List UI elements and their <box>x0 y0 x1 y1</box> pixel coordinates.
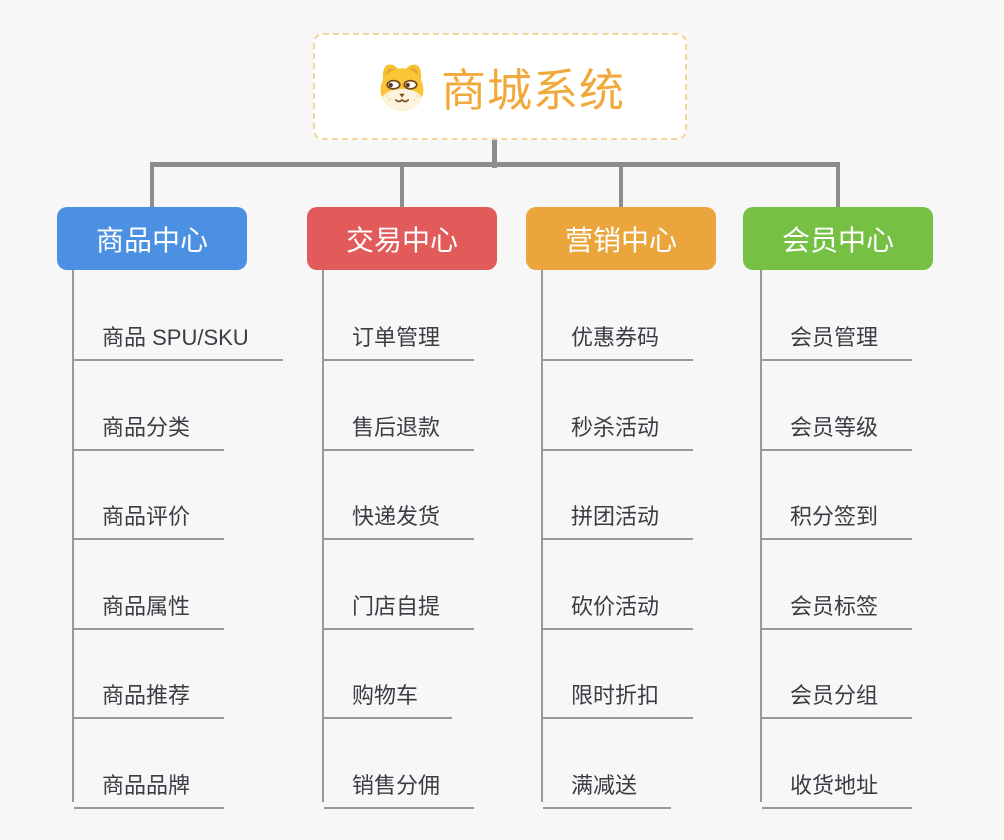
connector-trunk <box>492 140 497 168</box>
branch-header-trade-center[interactable]: 交易中心 <box>307 207 497 270</box>
leaf-node[interactable]: 商品分类 <box>74 402 225 451</box>
connector-drop-products <box>150 165 154 208</box>
leaf-node[interactable]: 秒杀活动 <box>543 402 694 451</box>
branch-children-product-center: 商品 SPU/SKU 商品分类 商品评价 商品属性 商品推荐 商品品牌 <box>72 270 352 809</box>
leaf-node[interactable]: 商品属性 <box>74 581 225 630</box>
connector-drop-trade <box>400 165 404 208</box>
leaf-node[interactable]: 会员标签 <box>762 581 913 630</box>
leaf-node[interactable]: 满减送 <box>543 760 672 809</box>
leaf-node[interactable]: 会员分组 <box>762 670 913 719</box>
leaf-node[interactable]: 销售分佣 <box>324 760 475 809</box>
leaf-node[interactable]: 拼团活动 <box>543 491 694 540</box>
leaf-node[interactable]: 门店自提 <box>324 581 475 630</box>
leaf-node[interactable]: 商品品牌 <box>74 760 225 809</box>
leaf-node[interactable]: 订单管理 <box>324 312 475 361</box>
leaf-node[interactable]: 商品 SPU/SKU <box>74 312 283 361</box>
leaf-node[interactable]: 商品推荐 <box>74 670 225 719</box>
leaf-node[interactable]: 会员管理 <box>762 312 913 361</box>
branch-header-member-center[interactable]: 会员中心 <box>743 207 933 270</box>
leaf-node[interactable]: 商品评价 <box>74 491 225 540</box>
branch-header-product-center[interactable]: 商品中心 <box>57 207 247 270</box>
leaf-node[interactable]: 积分签到 <box>762 491 913 540</box>
branch-children-trade-center: 订单管理 售后退款 快递发货 门店自提 购物车 销售分佣 <box>322 270 602 809</box>
root-node[interactable]: 商城系统 <box>313 33 687 140</box>
leaf-node[interactable]: 会员等级 <box>762 402 913 451</box>
leaf-node[interactable]: 购物车 <box>324 670 453 719</box>
leaf-node[interactable]: 收货地址 <box>762 760 913 809</box>
dog-face-icon <box>380 64 424 111</box>
leaf-node[interactable]: 快递发货 <box>324 491 475 540</box>
branch-children-marketing-center: 优惠券码 秒杀活动 拼团活动 砍价活动 限时折扣 满减送 <box>541 270 821 809</box>
branch-children-member-center: 会员管理 会员等级 积分签到 会员标签 会员分组 收货地址 <box>760 270 1004 809</box>
leaf-node[interactable]: 售后退款 <box>324 402 475 451</box>
connector-bus <box>150 162 840 167</box>
root-title: 商城系统 <box>440 65 625 116</box>
leaf-node[interactable]: 限时折扣 <box>543 670 694 719</box>
connector-drop-marketing <box>619 165 623 208</box>
leaf-node[interactable]: 砍价活动 <box>543 581 694 630</box>
connector-drop-members <box>836 165 840 208</box>
leaf-node[interactable]: 优惠券码 <box>543 312 694 361</box>
branch-header-marketing-center[interactable]: 营销中心 <box>526 207 716 270</box>
